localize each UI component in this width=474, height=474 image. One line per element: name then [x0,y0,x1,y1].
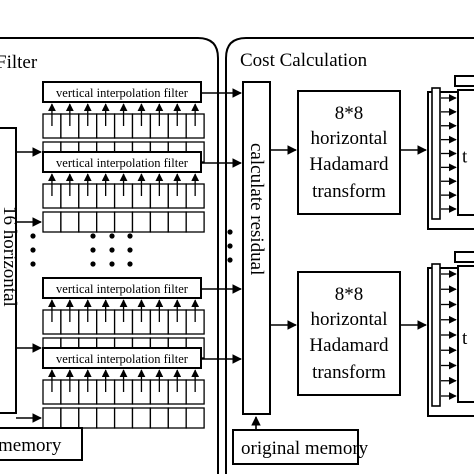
stack-front-box [457,265,474,403]
right-transform-stack: t [427,251,474,417]
filter-panel-title: Filter [0,52,38,73]
vertical-filter-label: vertical interpolation filter [56,156,189,170]
filter-row: vertical interpolation filter [16,151,242,233]
filter-ellipsis [30,229,233,267]
vertical-filter-label: vertical interpolation filter [56,282,189,296]
vertical-filter-box [42,151,202,173]
original-memory-label: original memory [241,438,369,459]
original-memory-box [232,429,359,465]
horizontal-filter-label: 16 horizontal [0,206,20,307]
stack-column [431,263,441,407]
stack-front-box [457,89,474,216]
vertical-filter-box [42,81,202,103]
input-cell [78,407,98,429]
hadamard-2-line-4: transform [312,362,386,383]
input-cell [60,211,80,233]
hadamard-block-2 [297,271,401,396]
input-cell [131,407,152,429]
hadamard-1-line-2: horizontal [310,128,387,149]
filter-row: vertical interpolation filter [16,277,242,359]
filter-row: vertical interpolation filter [16,81,242,163]
right-transform-stack: t [427,75,474,230]
stack-column [431,87,441,220]
input-cell [113,211,134,233]
memory-label: memory [0,435,62,456]
right-stacks: tt [427,75,474,417]
hadamard-block-1 [297,90,401,215]
hadamard-2-line-2: horizontal [310,309,387,330]
input-cell [96,211,116,233]
input-cell [60,407,80,429]
cost-panel-frame [225,37,474,474]
filter-rows: vertical interpolation filter vertical in… [16,81,242,429]
hadamard-1-line-1: 8*8 [335,103,364,124]
input-cell [42,211,62,233]
input-cell [78,211,98,233]
input-cell [149,211,169,233]
hadamard-1-line-3: Hadamard [309,154,389,175]
memory-box [0,427,83,461]
calculate-residual-label: calculate residual [246,143,267,275]
stack-letter: t [462,328,468,349]
input-cell [42,407,62,429]
input-cell [149,407,169,429]
stack-top-tab [454,251,474,263]
input-cell [167,407,187,429]
vertical-filter-box [42,277,202,299]
input-cell [113,407,134,429]
input-cell [131,211,152,233]
hadamard-2-line-1: 8*8 [335,284,364,305]
vertical-filter-box [42,347,202,369]
vertical-filter-label: vertical interpolation filter [56,352,189,366]
input-cell [185,211,205,233]
hadamard-2-line-3: Hadamard [309,335,389,356]
horizontal-filter-box [0,127,17,414]
cost-panel-title: Cost Calculation [240,50,368,71]
stack-top-tab [454,75,474,87]
stack-letter: t [462,147,468,168]
filter-row: vertical interpolation filter [16,347,242,429]
input-cell [96,407,116,429]
hadamard-1-line-4: transform [312,181,386,202]
input-cell [185,407,205,429]
filter-panel-frame [0,37,219,474]
input-cell [167,211,187,233]
calculate-residual-box [242,81,271,415]
vertical-filter-label: vertical interpolation filter [56,86,189,100]
